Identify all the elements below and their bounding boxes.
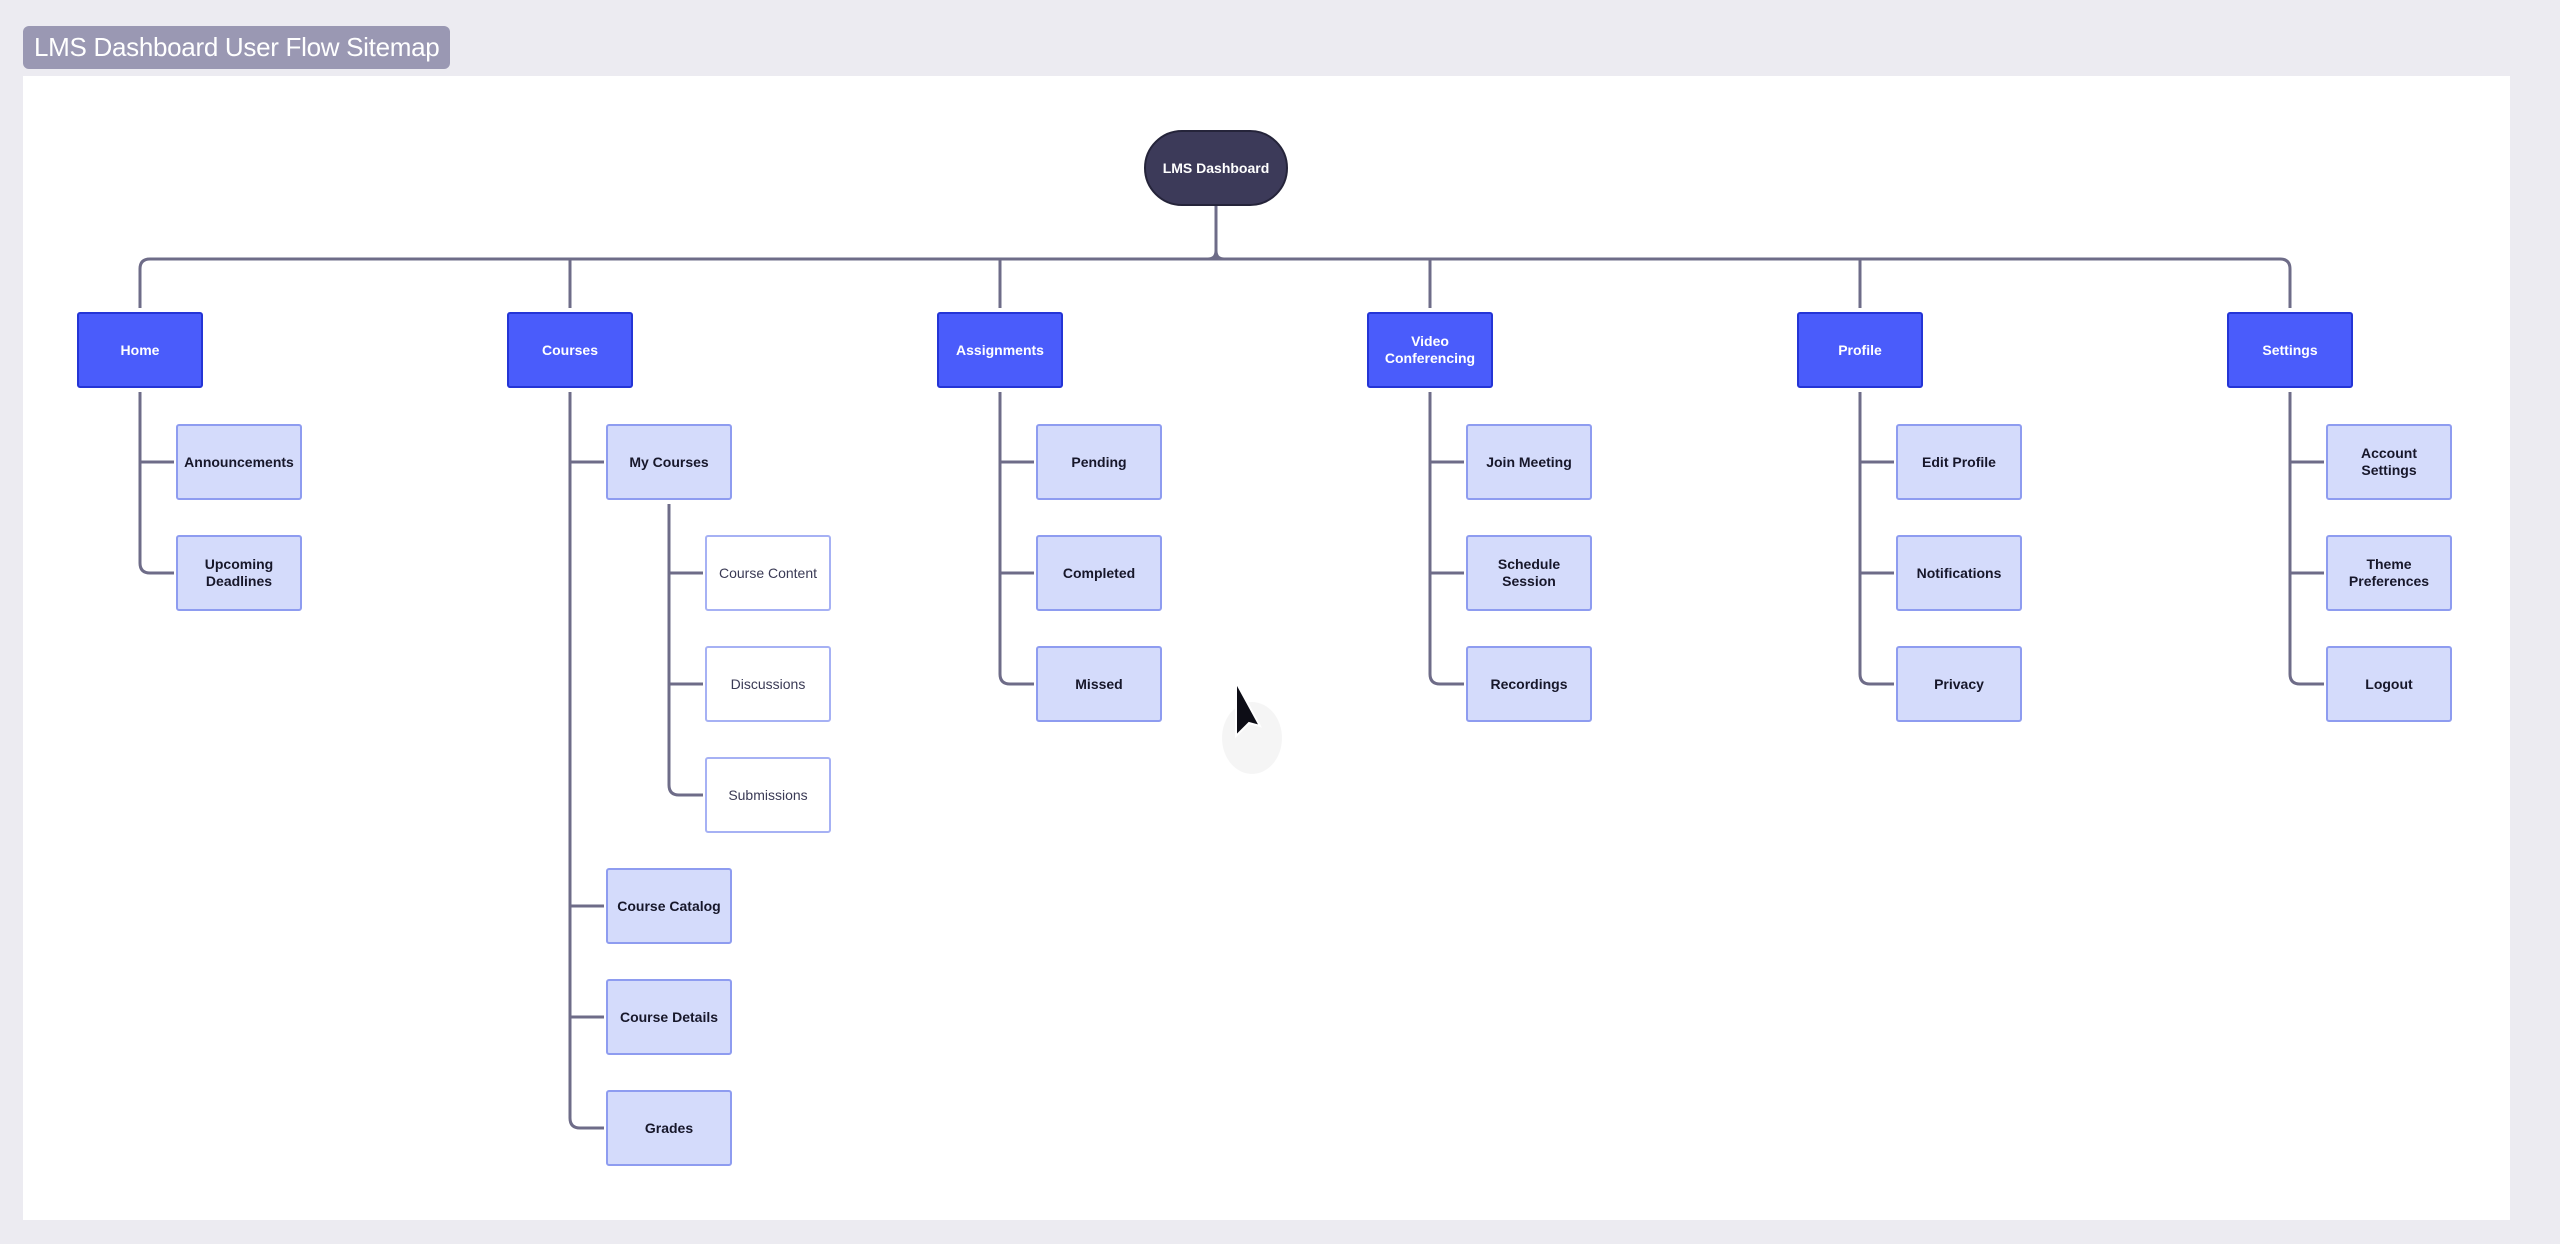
page-grades[interactable]: Grades	[606, 1090, 732, 1166]
page-edit-profile[interactable]: Edit Profile	[1896, 424, 2022, 500]
page-course-catalog[interactable]: Course Catalog	[606, 868, 732, 944]
subpage-submissions[interactable]: Submissions	[705, 757, 831, 833]
page-missed[interactable]: Missed	[1036, 646, 1162, 722]
page-logout[interactable]: Logout	[2326, 646, 2452, 722]
page-course-details[interactable]: Course Details	[606, 979, 732, 1055]
page-recordings[interactable]: Recordings	[1466, 646, 1592, 722]
page-schedule-session[interactable]: Schedule Session	[1466, 535, 1592, 611]
mouse-pointer-icon	[1222, 681, 1282, 774]
page-upcoming-deadlines[interactable]: Upcoming Deadlines	[176, 535, 302, 611]
page-pending[interactable]: Pending	[1036, 424, 1162, 500]
page-completed[interactable]: Completed	[1036, 535, 1162, 611]
section-profile[interactable]: Profile	[1797, 312, 1923, 388]
page-theme-preferences[interactable]: Theme Preferences	[2326, 535, 2452, 611]
section-settings[interactable]: Settings	[2227, 312, 2353, 388]
root-node[interactable]: LMS Dashboard	[1144, 130, 1288, 206]
page-join-meeting[interactable]: Join Meeting	[1466, 424, 1592, 500]
page-announcements[interactable]: Announcements	[176, 424, 302, 500]
page-privacy[interactable]: Privacy	[1896, 646, 2022, 722]
section-home[interactable]: Home	[77, 312, 203, 388]
subpage-course-content[interactable]: Course Content	[705, 535, 831, 611]
page-my-courses[interactable]: My Courses	[606, 424, 732, 500]
section-assignments[interactable]: Assignments	[937, 312, 1063, 388]
subpage-discussions[interactable]: Discussions	[705, 646, 831, 722]
page-notifications[interactable]: Notifications	[1896, 535, 2022, 611]
diagram-title: LMS Dashboard User Flow Sitemap	[23, 26, 451, 69]
section-video-conferencing[interactable]: Video Conferencing	[1367, 312, 1493, 388]
connector-lines	[138, 206, 2324, 1130]
section-courses[interactable]: Courses	[507, 312, 633, 388]
page-account-settings[interactable]: Account Settings	[2326, 424, 2452, 500]
